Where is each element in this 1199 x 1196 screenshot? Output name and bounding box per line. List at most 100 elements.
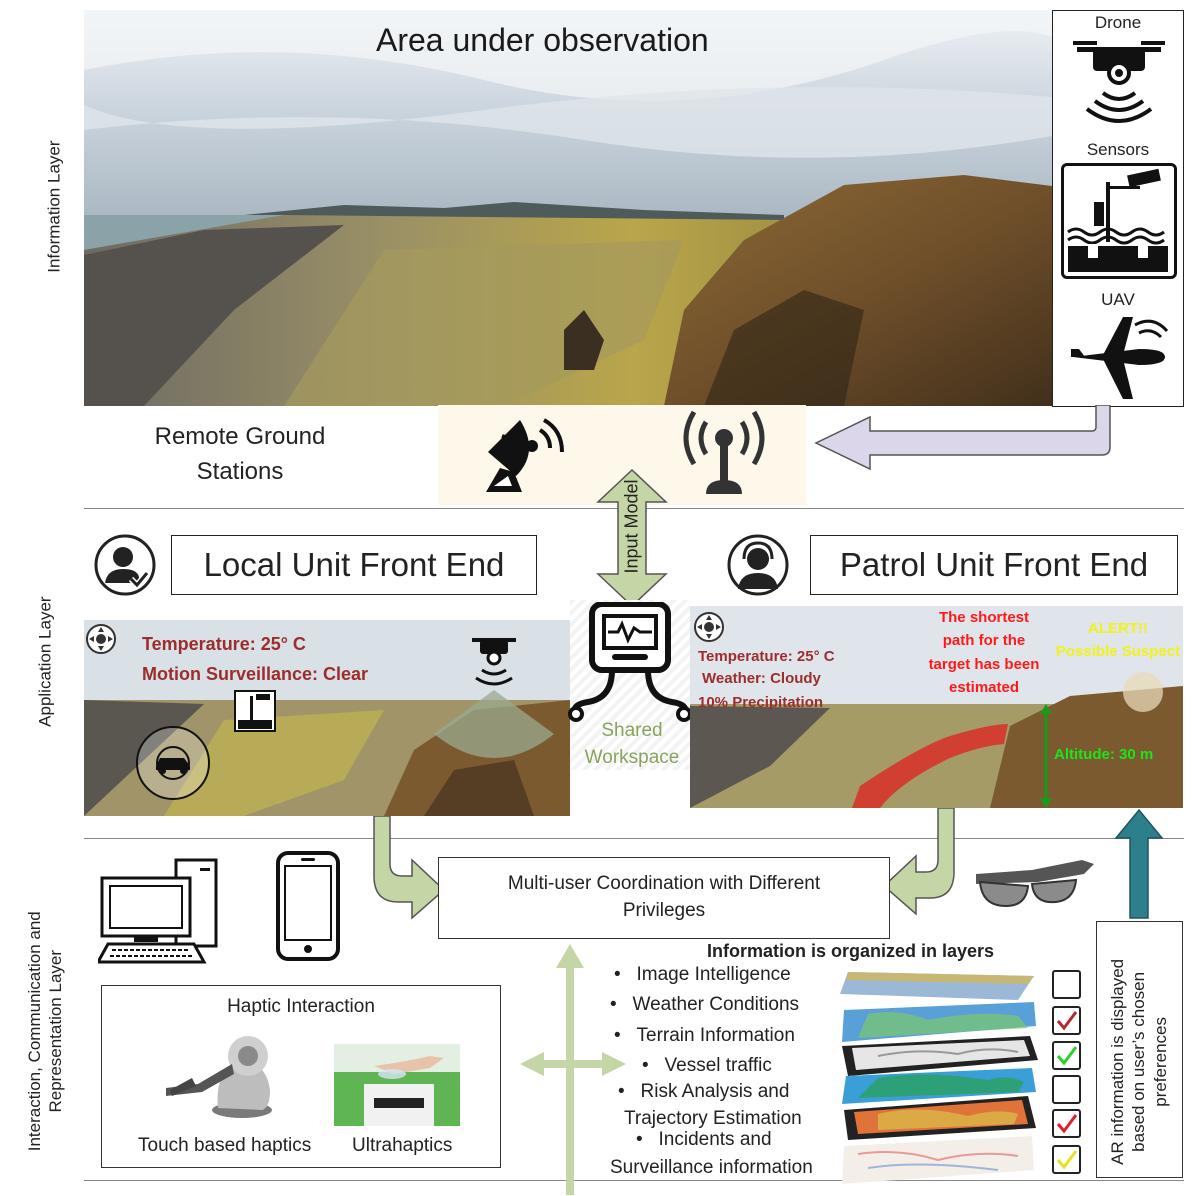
observation-title: Area under observation (376, 22, 709, 58)
alert-note: ALERT!! Possible Suspect (1046, 618, 1183, 663)
local-to-coordination-arrow (373, 816, 446, 920)
ar-info-line1: AR information is displayed (1108, 958, 1128, 1165)
local-unit-view: Temperature: 25° C Motion Surveillance: … (84, 620, 570, 816)
touch-haptics-label: Touch based haptics (138, 1135, 312, 1156)
layer-checkbox-4[interactable] (1052, 1075, 1081, 1104)
observation-area-image: Area under observation (84, 10, 1084, 406)
coordination-box: Multi-user Coordination with Different P… (438, 857, 890, 939)
shared-workspace-label: Shared Workspace (570, 718, 694, 771)
check-icon (1056, 1150, 1078, 1170)
layer-checkbox-5[interactable] (1052, 1109, 1081, 1138)
info-item-label: Weather Conditions (632, 994, 800, 1015)
info-item-weather: • Weather Conditions (610, 994, 800, 1015)
application-layer-label: Application Layer (35, 596, 55, 727)
info-item-label: Vessel traffic (664, 1055, 772, 1076)
local-temperature: Temperature: 25° C (142, 634, 306, 654)
ar-glasses-icon (976, 860, 1094, 908)
info-item-label: Trajectory Estimation (624, 1108, 802, 1129)
check-icon (1056, 1114, 1078, 1134)
shared-workspace-icon (568, 602, 692, 722)
info-item-label: Terrain Information (636, 1025, 795, 1046)
antenna-icon (683, 410, 765, 494)
satellite-dish-icon (486, 418, 564, 492)
sensors-icon (1061, 163, 1177, 279)
ultrahaptics-image (334, 1044, 460, 1126)
layer-checkbox-6[interactable] (1052, 1145, 1081, 1174)
interaction-layer-label-line2: Representation Layer (46, 949, 65, 1113)
shared-workspace-line2: Workspace (584, 746, 680, 768)
shortest-path-line2: path for the (942, 632, 1026, 650)
info-item-surveillance: Surveillance information (610, 1157, 813, 1179)
info-item-trajectory: Trajectory Estimation (624, 1108, 802, 1130)
info-item-risk-analysis: • Risk Analysis and (618, 1081, 790, 1102)
info-item-incidents: • Incidents and (636, 1129, 772, 1150)
uav-label: UAV (1101, 290, 1135, 309)
interaction-cross-arrow (520, 944, 626, 1195)
shortest-path-line4: estimated (948, 678, 1020, 696)
sensor-station-small-icon (234, 690, 276, 732)
alert-line1: ALERT!! (1088, 620, 1148, 637)
vehicle-circle[interactable] (136, 726, 210, 800)
desktop-computer-icon (98, 858, 218, 964)
data-sources-panel: Drone Sensors UAV (1052, 10, 1184, 407)
info-layers-title: Information is organized in layers (707, 941, 995, 961)
info-item-terrain: • Terrain Information (614, 1025, 795, 1046)
stacked-map-layers (840, 972, 1038, 1184)
drone-icon (1073, 41, 1165, 123)
divider-bottom (84, 1180, 1184, 1181)
patrol-weather: Weather: Cloudy (702, 670, 821, 687)
drone-label: Drone (1094, 13, 1142, 32)
local-user-icon (94, 534, 156, 596)
sensors-label: Sensors (1086, 140, 1150, 159)
info-item-label: Incidents and (658, 1129, 772, 1150)
haptic-interaction-box: Haptic Interaction Touch based haptics U… (101, 985, 501, 1168)
info-item-label: Surveillance information (610, 1157, 813, 1178)
ar-info-line2: based on user’s chosen (1129, 971, 1149, 1152)
uav-icon (1071, 317, 1169, 399)
local-motion-status: Motion Surveillance: Clear (142, 664, 369, 684)
drone-scan-overlay (434, 638, 554, 758)
patrol-to-coordination-arrow (882, 808, 955, 916)
altitude-readout: Altitude: 30 m (1054, 746, 1154, 763)
info-item-label: Risk Analysis and (640, 1081, 790, 1102)
divider-middle (84, 838, 1184, 839)
input-model-label: Input Model (621, 479, 642, 574)
touch-haptic-device-icon (166, 1036, 272, 1118)
shortest-path-line1: The shortest (938, 609, 1029, 626)
patrol-user-icon (727, 534, 789, 596)
shortest-path-line3: target has been (928, 655, 1040, 673)
smartphone-icon (276, 851, 340, 961)
patrol-unit-title: Patrol Unit Front End (810, 535, 1178, 595)
interaction-layer-label-line1: Interaction, Communication and (24, 911, 44, 1152)
ground-stations-label: Remote Ground Stations (130, 420, 350, 490)
layer-checkbox-1[interactable] (1052, 970, 1081, 999)
layer-checkbox-2[interactable] (1052, 1006, 1081, 1035)
settings-dial-icon[interactable] (84, 622, 118, 656)
patrol-precipitation: 10% Precipitation (698, 694, 824, 711)
layer-checkbox-3[interactable] (1052, 1041, 1081, 1070)
check-icon (1056, 1046, 1078, 1066)
coordination-line2: Privileges (622, 900, 706, 921)
check-icon (1056, 1011, 1078, 1031)
ground-stations-line1: Remote Ground (154, 423, 326, 450)
patrol-settings-dial-icon[interactable] (692, 610, 726, 644)
source-to-station-arrow (814, 405, 1111, 471)
alert-line2: Possible Suspect (1055, 642, 1181, 660)
local-unit-title: Local Unit Front End (171, 535, 537, 595)
ground-stations-line2: Stations (196, 457, 284, 485)
coordination-line1: Multi-user Coordination with Different (507, 873, 821, 894)
shortest-path-note: The shortest path for the target has bee… (900, 606, 1068, 699)
info-item-label: Image Intelligence (636, 964, 791, 985)
patrol-unit-view: Temperature: 25° C Weather: Cloudy 10% P… (690, 606, 1183, 808)
interaction-layer-label: Interaction, Communication and Represent… (24, 866, 67, 1196)
information-layer-label: Information Layer (44, 140, 64, 273)
ar-feedback-arrow (1114, 808, 1164, 919)
ar-info-line3: preferences (1150, 1016, 1170, 1107)
ar-info-text: AR information is displayed based on use… (1107, 934, 1171, 1190)
shared-workspace-line1: Shared (601, 720, 663, 741)
haptic-title: Haptic Interaction (227, 996, 375, 1017)
patrol-temperature: Temperature: 25° C (698, 648, 835, 665)
info-item-vessel-traffic: • Vessel traffic (642, 1055, 772, 1076)
ultrahaptics-label: Ultrahaptics (352, 1135, 453, 1156)
car-icon (156, 746, 190, 780)
